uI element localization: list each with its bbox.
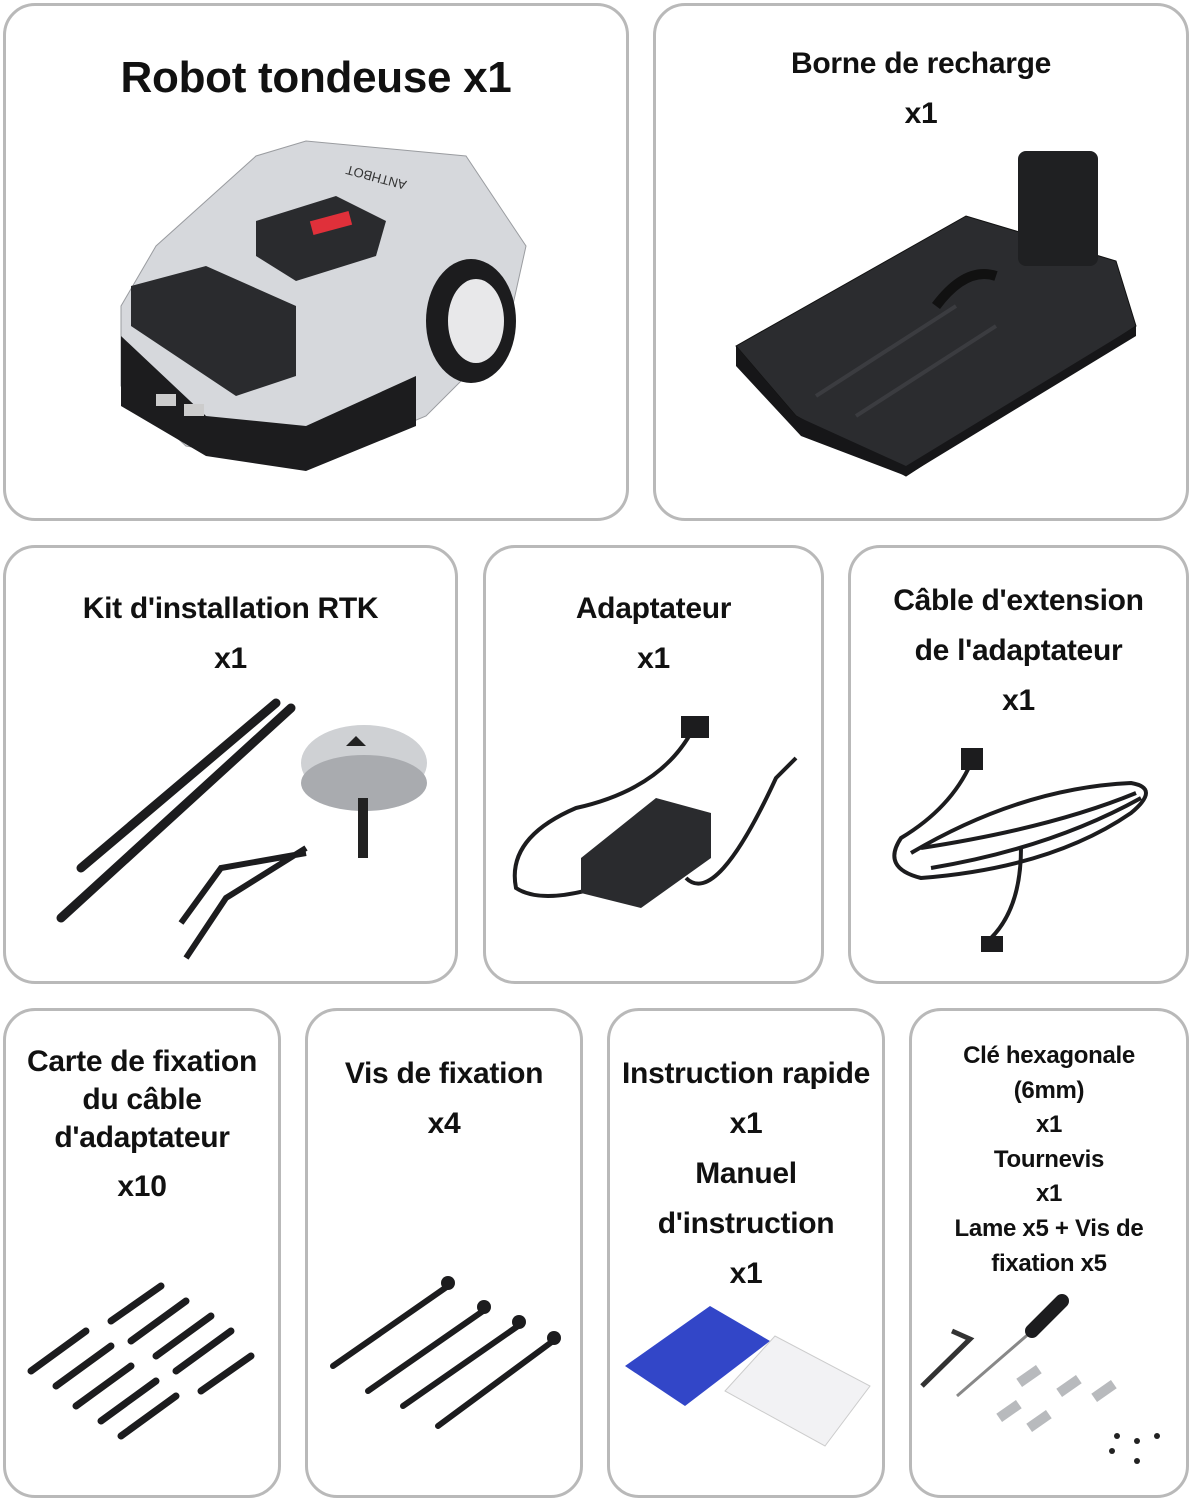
card-ground-screws: Vis de fixation x4 xyxy=(305,1008,583,1498)
card-charging-station: Borne de recharge x1 xyxy=(653,3,1189,521)
quantity-line: x1 xyxy=(1035,1111,1063,1139)
title-line: Clé hexagonale xyxy=(963,1042,1135,1069)
card-title: Carte de fixation du câble d'adaptateur … xyxy=(6,1043,278,1217)
title-line: (6mm) xyxy=(1013,1076,1085,1104)
tools-image xyxy=(920,1294,1160,1464)
card-power-adapter: Adaptateur x1 xyxy=(483,545,824,984)
title-line: de l'adaptateur xyxy=(914,634,1123,667)
card-robot-mower: Robot tondeuse x1 ANTHBOT xyxy=(3,3,629,521)
card-title: Clé hexagonale (6mm) x1 Tournevis x1 Lam… xyxy=(912,1039,1186,1281)
extension-cable-image xyxy=(892,748,1148,952)
power-adapter-image xyxy=(512,716,798,908)
title-line: Tournevis xyxy=(993,1145,1105,1173)
title-line: Manuel xyxy=(695,1157,797,1190)
card-title: Borne de recharge x1 xyxy=(656,39,1186,139)
card-rtk-kit: Kit d'installation RTK x1 xyxy=(3,545,458,984)
title-line: Instruction rapide xyxy=(622,1057,870,1090)
title-line: Câble d'extension xyxy=(893,584,1144,617)
card-manuals: Instruction rapide x1 Manuel d'instructi… xyxy=(607,1008,885,1498)
title-line: du câble xyxy=(82,1083,202,1116)
card-title: Robot tondeuse x1 xyxy=(6,50,626,106)
title-line: Carte de fixation xyxy=(27,1045,257,1078)
quantity-line: x1 xyxy=(729,1107,763,1140)
cable-pegs-image xyxy=(27,1282,255,1440)
card-tools-and-blades: Clé hexagonale (6mm) x1 Tournevis x1 Lam… xyxy=(909,1008,1189,1498)
quantity-line: x1 xyxy=(729,1257,763,1290)
card-title: Kit d'installation RTK x1 xyxy=(6,584,455,684)
title-line: Borne de recharge xyxy=(791,47,1051,80)
card-title: Vis de fixation x4 xyxy=(308,1049,580,1149)
title-line: Vis de fixation xyxy=(344,1057,544,1090)
robot-mower-image: ANTHBOT xyxy=(120,140,527,471)
quantity-line: x4 xyxy=(427,1107,461,1140)
quantity-line: x1 xyxy=(904,97,938,130)
quantity-line: x1 xyxy=(637,642,670,675)
quantity-line: x1 xyxy=(1002,684,1035,717)
title-line: d'instruction xyxy=(657,1207,835,1240)
card-title: Adaptateur x1 xyxy=(486,584,821,684)
manuals-image xyxy=(625,1306,871,1447)
title-line: Kit d'installation RTK xyxy=(82,592,379,625)
title-line: Lame x5 + Vis de xyxy=(954,1214,1144,1242)
title-line: Adaptateur xyxy=(575,592,732,625)
ground-screws-image xyxy=(330,1276,561,1429)
quantity-line: x10 xyxy=(117,1170,167,1203)
title-line: d'adaptateur xyxy=(54,1121,230,1154)
charging-station-image xyxy=(735,151,1137,477)
title-line: fixation x5 xyxy=(991,1249,1107,1277)
quantity-line: x1 xyxy=(214,642,247,675)
rtk-kit-image xyxy=(56,698,427,960)
card-extension-cable: Câble d'extension de l'adaptateur x1 xyxy=(848,545,1189,984)
card-title: Instruction rapide x1 Manuel d'instructi… xyxy=(610,1049,882,1299)
quantity-line: x1 xyxy=(1035,1180,1063,1208)
card-title: Câble d'extension de l'adaptateur x1 xyxy=(851,576,1186,726)
card-cable-pegs: Carte de fixation du câble d'adaptateur … xyxy=(3,1008,281,1498)
title-line: Robot tondeuse x1 xyxy=(120,53,512,102)
